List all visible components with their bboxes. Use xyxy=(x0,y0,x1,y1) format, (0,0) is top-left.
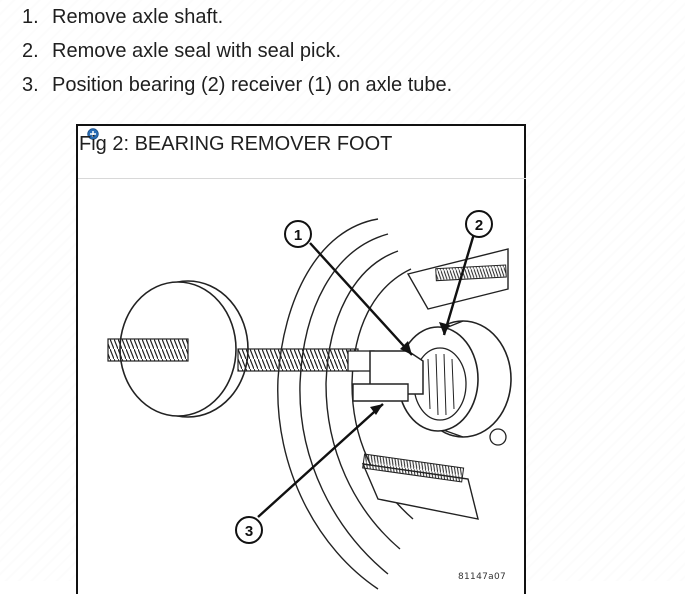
brake-spring-upper xyxy=(435,264,507,282)
step-text: Remove axle seal with seal pick. xyxy=(52,40,342,62)
step-text: Remove axle shaft. xyxy=(52,6,224,28)
figure-title: Fig 2: BEARING REMOVER FOOT xyxy=(79,133,393,155)
callout-1: 1 xyxy=(284,220,312,248)
threaded-rod-left xyxy=(107,338,189,362)
backing-plate xyxy=(277,218,414,590)
step-text: Position bearing (2) receiver (1) on axl… xyxy=(52,74,453,96)
instruction-list: 1. Remove axle shaft. 2. Remove axle seal … xyxy=(0,0,452,102)
callout-label: 2 xyxy=(475,217,483,234)
list-item: 2. Remove axle seal with seal pick. xyxy=(0,34,452,68)
callout-2: 2 xyxy=(465,210,493,238)
list-item: 1. Remove axle shaft. xyxy=(0,0,452,34)
list-item: 3. Position bearing (2) receiver (1) on a… xyxy=(0,68,452,102)
plus-circle-icon[interactable] xyxy=(87,128,99,140)
callout-3: 3 xyxy=(235,516,263,544)
bearing-rollers xyxy=(427,353,455,416)
brake-spring-lower xyxy=(362,453,465,483)
threaded-rod xyxy=(237,348,359,372)
leader-lines xyxy=(257,226,478,518)
callout-label: 1 xyxy=(294,227,302,244)
figure-panel: Fig 2: BEARING REMOVER FOOT xyxy=(76,124,526,594)
bearing-remover-illustration: 1 2 3 xyxy=(107,210,512,590)
step-number: 3. xyxy=(22,74,39,96)
callout-label: 3 xyxy=(245,523,253,540)
figure-code: 81147a07 xyxy=(458,572,506,582)
figure-title-divider xyxy=(78,178,526,179)
adjuster-bolt xyxy=(489,428,507,446)
step-number: 2. xyxy=(22,40,39,62)
step-number: 1. xyxy=(22,6,39,28)
